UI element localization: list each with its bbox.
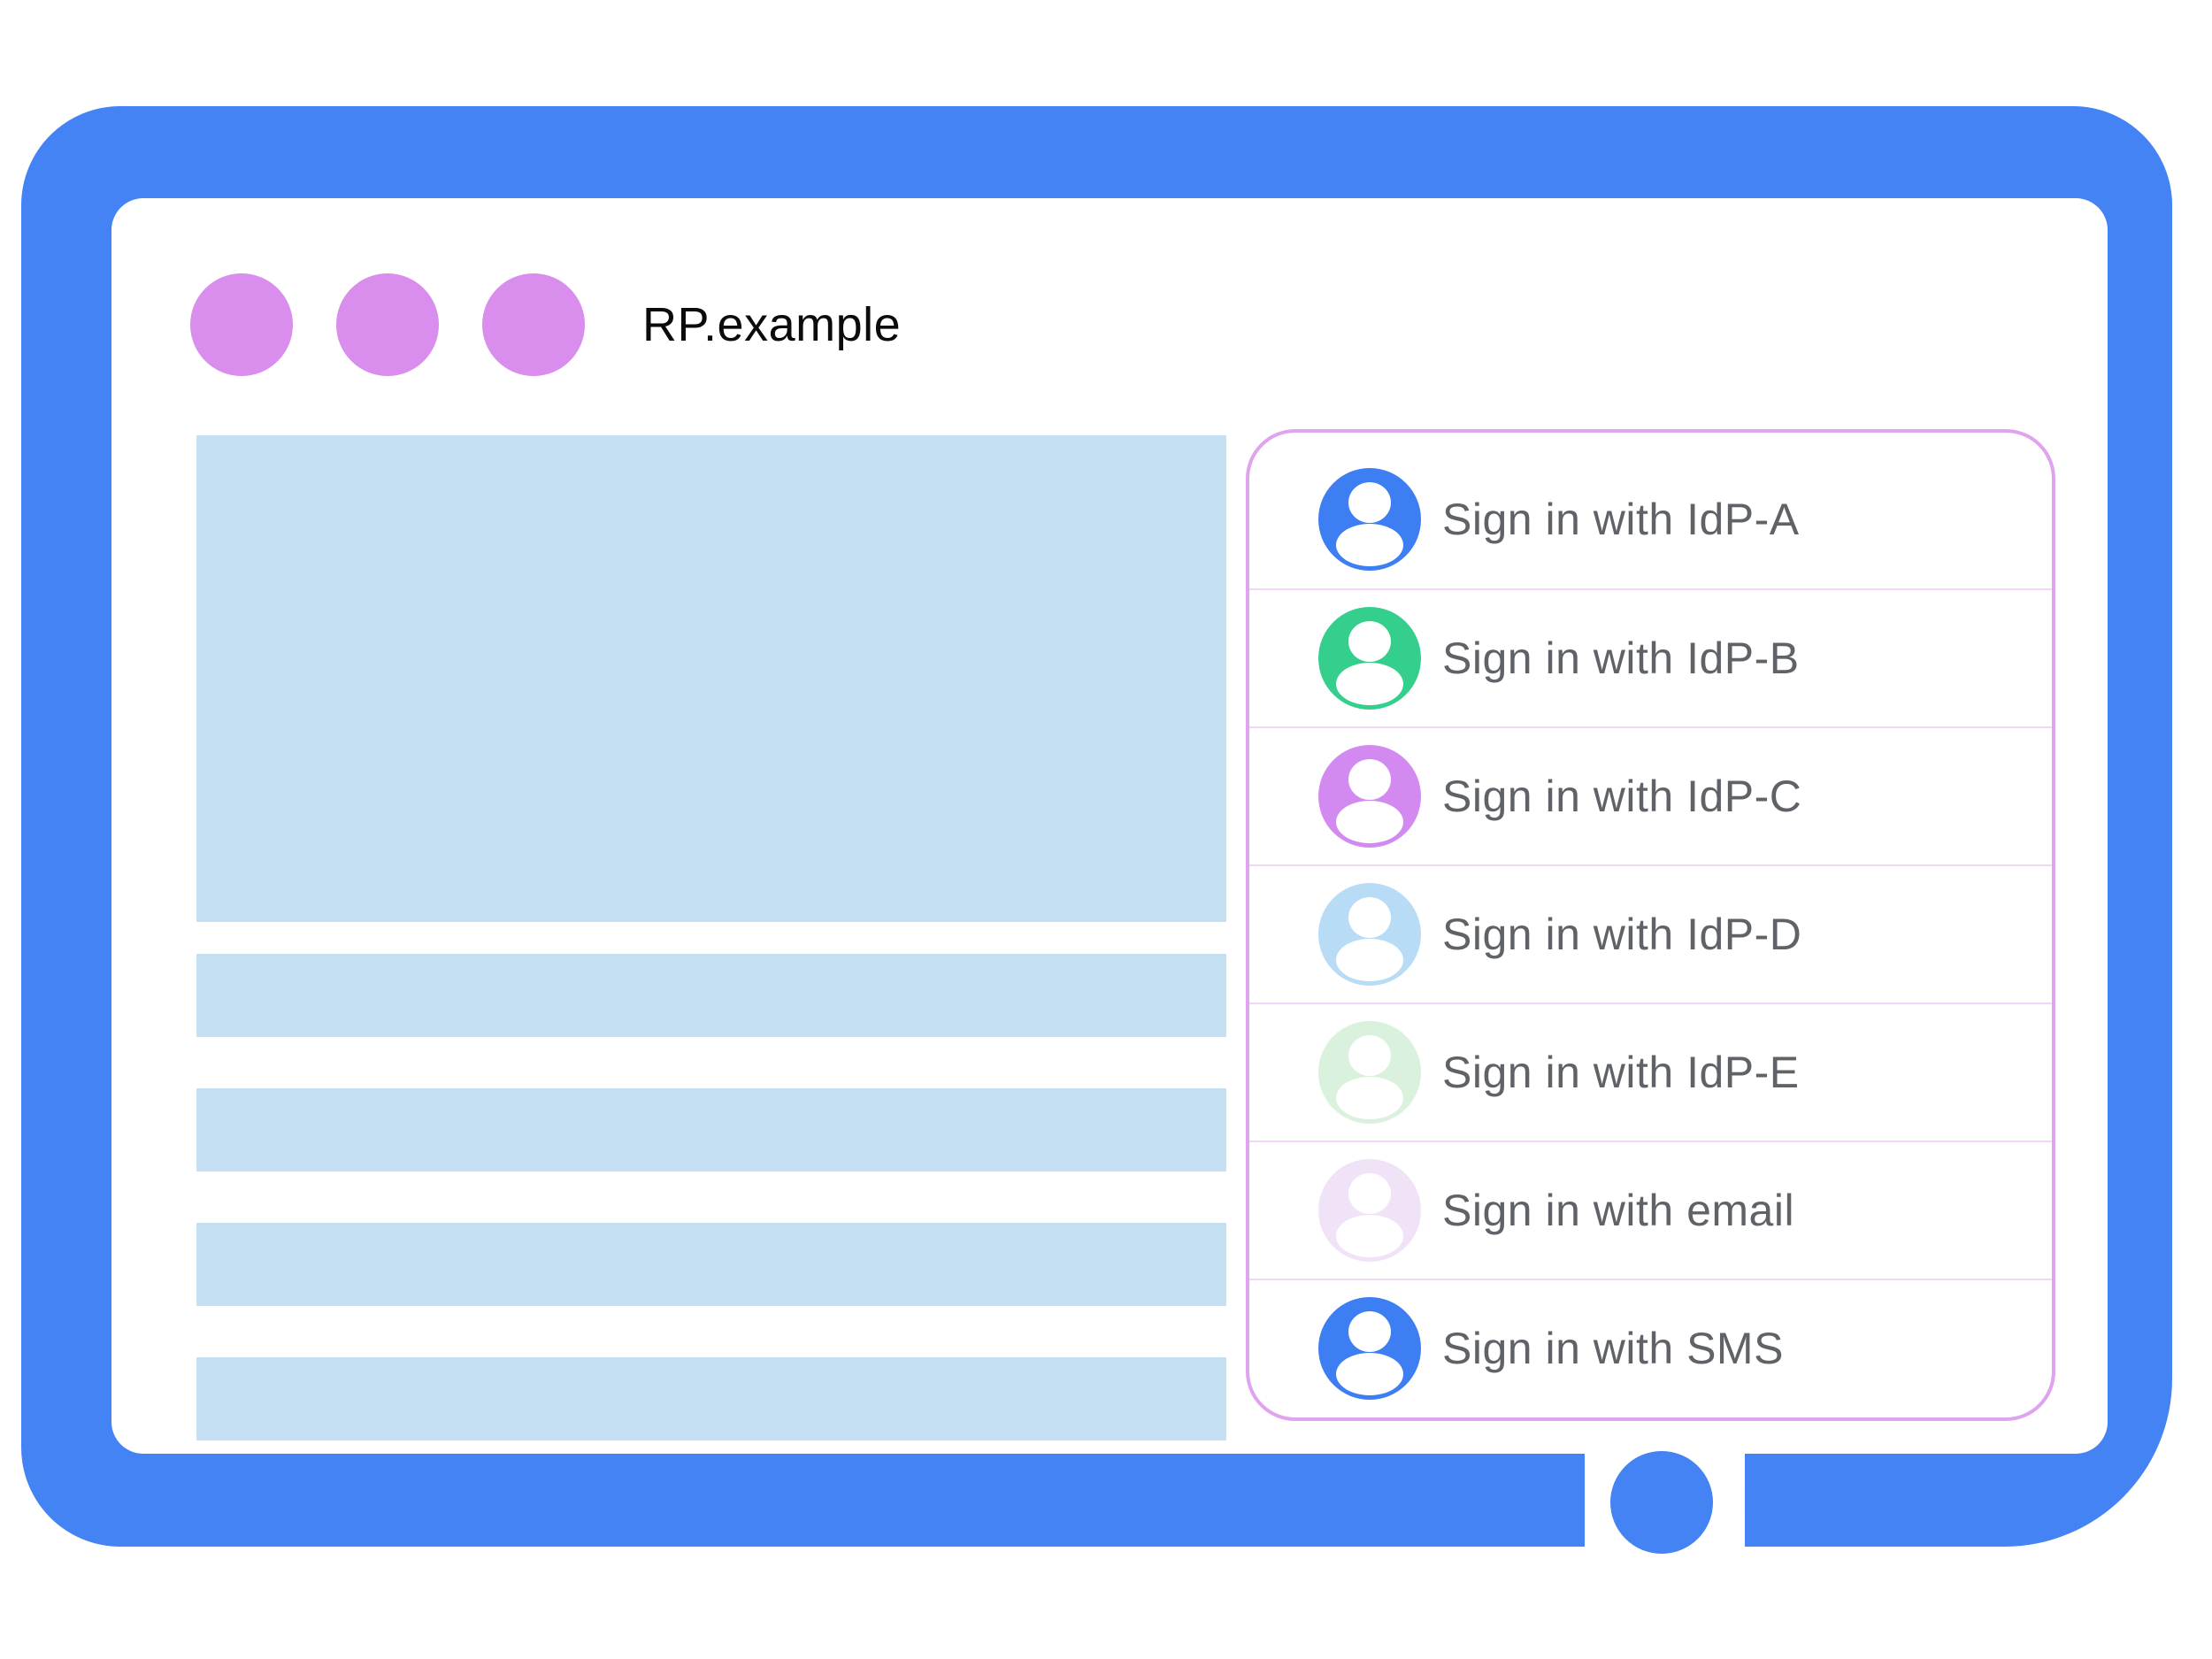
signin-chooser-panel: Sign in with IdP-A Sign in with IdP-B Si… bbox=[1246, 429, 2055, 1421]
content-placeholder-strip bbox=[196, 1357, 1226, 1440]
signin-option-idp-c[interactable]: Sign in with IdP-C bbox=[1249, 726, 2052, 864]
window-control-dot bbox=[482, 273, 585, 376]
signin-option-label: Sign in with SMS bbox=[1442, 1324, 1784, 1373]
title-bar: RP.example bbox=[111, 198, 2108, 393]
user-avatar-icon bbox=[1318, 468, 1421, 571]
content-placeholder-hero bbox=[196, 435, 1226, 922]
user-avatar-icon bbox=[1318, 745, 1421, 848]
signin-option-label: Sign in with IdP-B bbox=[1442, 634, 1800, 683]
signin-option-idp-a[interactable]: Sign in with IdP-A bbox=[1249, 450, 2052, 588]
bottom-bar-right-cap bbox=[1745, 1454, 1835, 1547]
user-avatar-icon bbox=[1318, 883, 1421, 986]
content-placeholder-strip bbox=[196, 954, 1226, 1037]
user-avatar-icon bbox=[1318, 1021, 1421, 1124]
content-placeholder-strip bbox=[196, 1223, 1226, 1306]
window-control-dot bbox=[336, 273, 439, 376]
user-avatar-icon bbox=[1318, 607, 1421, 710]
browser-window: RP.example Sign in with IdP-A Sign in wi… bbox=[111, 198, 2108, 1454]
signin-option-idp-b[interactable]: Sign in with IdP-B bbox=[1249, 588, 2052, 726]
window-control-dot bbox=[190, 273, 293, 376]
signin-option-idp-e[interactable]: Sign in with IdP-E bbox=[1249, 1002, 2052, 1141]
signin-option-idp-d[interactable]: Sign in with IdP-D bbox=[1249, 864, 2052, 1002]
signin-option-label: Sign in with email bbox=[1442, 1186, 1795, 1235]
content-placeholder-strip bbox=[196, 1088, 1226, 1171]
signin-option-label: Sign in with IdP-A bbox=[1442, 495, 1800, 544]
signin-option-label: Sign in with IdP-E bbox=[1442, 1048, 1800, 1097]
page-title: RP.example bbox=[642, 298, 902, 351]
user-avatar-icon bbox=[1318, 1159, 1421, 1262]
signin-option-email[interactable]: Sign in with email bbox=[1249, 1141, 2052, 1279]
home-button bbox=[1610, 1451, 1713, 1554]
user-avatar-icon bbox=[1318, 1297, 1421, 1400]
signin-option-label: Sign in with IdP-D bbox=[1442, 910, 1802, 959]
bottom-bar-left-cap bbox=[1494, 1454, 1585, 1547]
signin-option-label: Sign in with IdP-C bbox=[1442, 772, 1802, 821]
signin-option-sms[interactable]: Sign in with SMS bbox=[1249, 1279, 2052, 1417]
